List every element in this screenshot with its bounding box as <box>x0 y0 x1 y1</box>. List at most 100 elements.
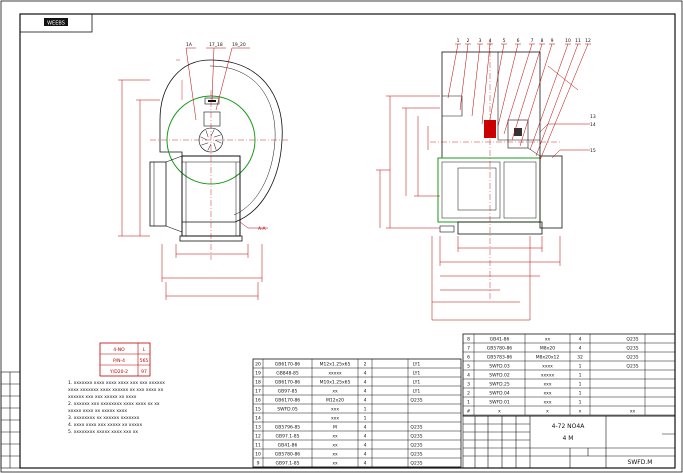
side-panel <box>539 155 563 229</box>
bom-cell-code: SWFD.05 <box>277 406 298 412</box>
bom-cell-qty: 4 <box>364 424 367 430</box>
spec-value: L <box>143 347 146 353</box>
bom-cell-name: xxxx <box>542 364 553 369</box>
bom-cell-mat: LY1 <box>413 370 421 376</box>
bom-cell-no: 7 <box>467 345 470 351</box>
bom-cell-no: 15 <box>255 406 261 412</box>
bom-cell-qty: 2 <box>364 361 367 367</box>
note-line: xxxxxx xxx xxx xxxxx xx xxxx <box>68 395 137 400</box>
callout-leader <box>539 43 589 161</box>
model-subtitle: 4 M <box>563 435 574 442</box>
callout-side-3: 3 <box>479 38 482 44</box>
bom-cell-name: xx <box>332 443 338 448</box>
impeller-blades <box>200 129 222 151</box>
bom-cell-no: 13 <box>255 424 261 430</box>
bom-cell-code: GB6170-86 <box>275 397 301 403</box>
blade <box>210 129 215 137</box>
bom-cell-code: GB6170-86 <box>275 379 301 385</box>
bom-header-qty: x <box>579 409 582 414</box>
bom-cell-no: 8 <box>467 336 470 342</box>
bom-cell-mat: LY1 <box>413 361 421 367</box>
spec-value: 565 <box>140 358 149 364</box>
bom-cell-mat: Q235 <box>626 363 638 369</box>
bom-cell-mat: Q235 <box>410 442 422 448</box>
bom-cell-name: M <box>333 424 337 430</box>
callout-side-11: 11 <box>575 38 581 44</box>
bom-header-mat: xx <box>630 409 636 414</box>
callout-side-13: 13 <box>590 114 596 120</box>
technical-notes: 1. xxxxxxx xxxx xxxx xxxx xxx xxx xxxxxx… <box>68 380 165 435</box>
spec-label: P/N-4 <box>113 358 125 364</box>
bom-cell-code: SWFD.02 <box>489 372 510 378</box>
bom-header-no: # <box>467 408 471 414</box>
bom-cell-qty: 4 <box>364 433 367 439</box>
callout-side-6: 6 <box>517 38 520 44</box>
note-line: 3. xxxxxxxx xx xxxxxx xxxxxxx <box>68 415 140 421</box>
callout-side-14: 14 <box>590 122 596 128</box>
bom-cell-qty: 32 <box>577 354 583 360</box>
blade <box>201 142 209 146</box>
callout-side-5: 5 <box>503 38 506 44</box>
bom-cell-mat: Q235 <box>410 397 422 403</box>
bom-cell-code: GB5796-85 <box>275 424 301 430</box>
callout-side-15: 15 <box>590 148 596 154</box>
callout-leader <box>497 43 519 127</box>
bom-cell-code: SWFD.04 <box>489 390 510 396</box>
bom-cell-code: SWFD.01 <box>489 399 510 405</box>
bom-cell-qty: 1 <box>364 415 367 421</box>
callout-leader <box>519 43 553 147</box>
bom-cell-qty: 4 <box>364 379 367 385</box>
blade <box>207 143 212 151</box>
note-line: 4. xxxx xxxx xxx xxxxx xx xxxxx <box>68 422 142 428</box>
bom-cell-no: 18 <box>255 379 261 385</box>
callout-leader <box>487 43 505 131</box>
bom-cell-code: GB848-85 <box>276 370 299 376</box>
bom-cell-qty: 4 <box>364 442 367 448</box>
bom-cell-code: GB41-86 <box>278 442 298 448</box>
bom-cell-code: GB97.1-85 <box>276 433 300 439</box>
model-title: 4-72 NO4A <box>552 423 586 430</box>
callout-side-2: 2 <box>467 38 470 44</box>
callout-side-8: 8 <box>541 38 544 44</box>
bom-cell-name: xxx <box>544 382 552 387</box>
bom-cell-no: 1 <box>467 399 470 405</box>
side-callout-leaders <box>447 43 591 161</box>
bom-cell-qty: 1 <box>579 363 582 369</box>
front-dimensions <box>118 47 268 300</box>
bom-cell-qty: 1 <box>364 406 367 412</box>
drawing-number: SWFD.M <box>628 459 653 466</box>
bom-cell-mat: Q235 <box>410 424 422 430</box>
bom-cell-mat: Q235 <box>410 433 422 439</box>
callout-leader <box>535 43 579 157</box>
bom-cell-no: 14 <box>255 415 261 421</box>
bom-cell-code: GB5780-86 <box>487 345 513 351</box>
side-dimensions <box>376 65 590 321</box>
bom-cell-qty: 4 <box>364 451 367 457</box>
blade <box>200 136 208 141</box>
callout-side-4: 4 <box>489 38 492 44</box>
bom-cell-no: 9 <box>257 460 260 466</box>
bom-cell-code: GB41-86 <box>490 336 510 342</box>
bom-cell-qty: 4 <box>364 460 367 466</box>
bom-cell-name: xxxxx <box>541 373 555 378</box>
bom-cell-name: M12x1.25x65 <box>320 361 351 367</box>
callout-front-2: 17_18 <box>209 42 223 48</box>
bom-cell-no: 3 <box>467 381 470 387</box>
bom-cell-no: 10 <box>255 451 261 457</box>
callout-leader <box>471 43 481 117</box>
bom-cell-name: M10x1.25x65 <box>320 379 351 385</box>
bom-cell-qty: 1 <box>579 399 582 405</box>
blade <box>214 139 222 144</box>
bom-cell-mat: Q235 <box>626 354 638 360</box>
bom-cell-no: 16 <box>255 397 261 403</box>
bom-cell-code: GB97.1-85 <box>276 460 300 466</box>
bom-cell-name: xxx <box>544 400 552 405</box>
bom-cell-name: xxx <box>544 391 552 396</box>
front-view: 1A 17_18 19_20 A-A <box>118 42 290 300</box>
callout-side-9: 9 <box>551 38 554 44</box>
bom-cell-name: xxx <box>331 416 339 421</box>
bom-cell-no: 17 <box>255 388 261 394</box>
